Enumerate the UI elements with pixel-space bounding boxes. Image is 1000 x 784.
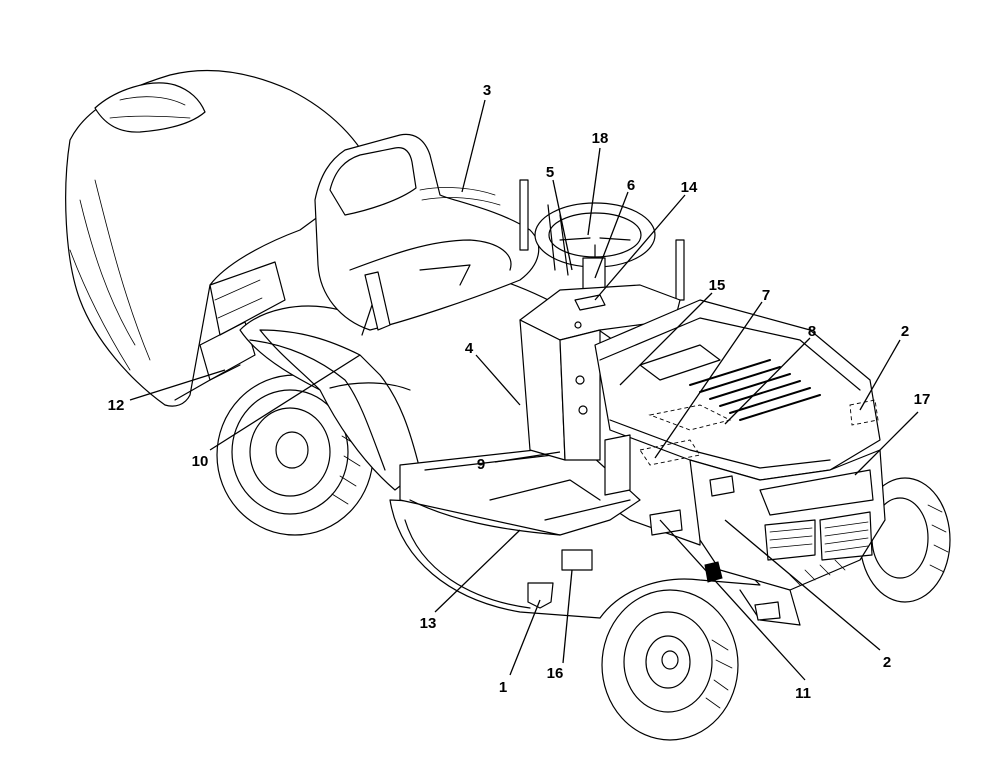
leader-1: [509, 599, 541, 676]
dashboard-console: [519, 284, 681, 461]
grass-catcher-bag: [65, 69, 376, 407]
callout-11: 11: [795, 685, 811, 702]
callout-12: 12: [108, 397, 125, 414]
callout-10: 10: [192, 453, 209, 470]
callout-16: 16: [547, 665, 564, 682]
leader-9: [494, 451, 561, 463]
callout-labels: 1 2 2 3 4 5 6 7 8 9 10 11 12 13 14 15 16…: [108, 82, 931, 702]
leader-17: [854, 411, 919, 476]
callout-2-top: 2: [901, 323, 909, 340]
callout-18: 18: [592, 130, 609, 147]
leader-lines: [129, 99, 919, 681]
leader-3: [461, 99, 486, 193]
leader-5: [552, 179, 573, 271]
leader-8: [724, 337, 811, 425]
leader-2b: [724, 519, 881, 651]
leader-16: [562, 569, 573, 664]
callout-15: 15: [709, 277, 726, 294]
leader-7: [654, 301, 763, 459]
control-levers: [519, 179, 685, 301]
callout-13: 13: [420, 615, 437, 632]
callout-14: 14: [681, 179, 698, 196]
callout-2-bottom: 2: [883, 654, 891, 671]
leader-2a: [859, 339, 901, 411]
leader-12: [129, 369, 226, 401]
leader-4: [475, 354, 521, 406]
callout-17: 17: [914, 391, 931, 408]
callout-4: 4: [465, 340, 474, 357]
leader-18: [587, 147, 601, 236]
leader-11: [659, 519, 806, 681]
front-grille: [689, 449, 886, 626]
callout-1: 1: [499, 679, 507, 696]
leader-14: [594, 194, 686, 301]
leader-15: [619, 292, 713, 386]
callout-3: 3: [483, 82, 491, 99]
callout-5: 5: [546, 164, 554, 181]
engine-hood: [594, 299, 881, 481]
callout-7: 7: [762, 287, 770, 304]
side-decals: [604, 434, 723, 583]
leader-13: [434, 529, 521, 613]
callout-8: 8: [808, 323, 816, 340]
callout-9: 9: [477, 456, 485, 473]
leader-6: [594, 191, 629, 279]
callout-6: 6: [627, 177, 635, 194]
leader-10: [209, 354, 361, 451]
seat: [314, 133, 540, 336]
front-left-wheel: [601, 589, 739, 741]
